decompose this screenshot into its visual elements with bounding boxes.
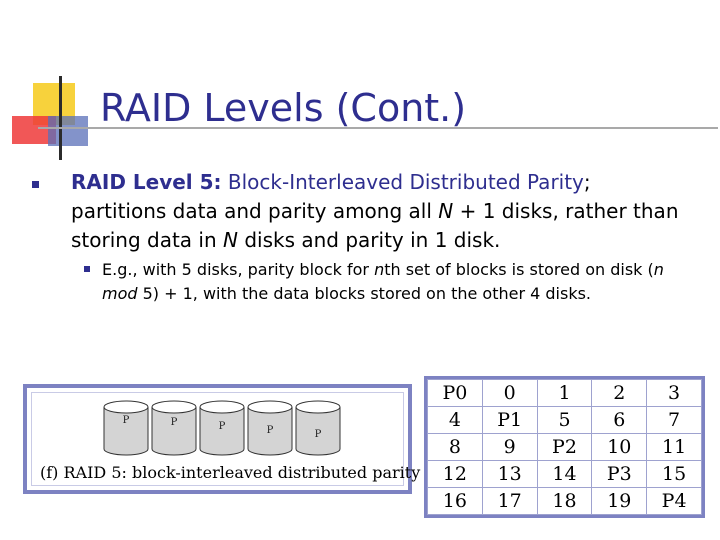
table-cell: 12	[427, 460, 483, 488]
title-ornament-vertical-line	[59, 76, 62, 160]
table-cell: 14	[536, 460, 593, 488]
bullet1-text-c: disks and parity in 1 disk.	[237, 228, 501, 252]
table-cell: P3	[591, 460, 648, 488]
disk-top	[247, 400, 293, 414]
table-cell: 16	[427, 487, 483, 515]
table-cell: 7	[646, 406, 702, 434]
disk-parity-label: P	[171, 417, 178, 428]
disk-4: P	[247, 400, 293, 456]
table-cell: P2	[536, 433, 593, 461]
slide-title: RAID Levels (Cont.)	[100, 86, 467, 130]
disk-2: P	[151, 400, 197, 456]
table-cell: 8	[427, 433, 483, 461]
table-cell: 2	[591, 379, 648, 407]
bullet-text-raid5: RAID Level 5: Block-Interleaved Distribu…	[71, 168, 691, 255]
figure-caption: (f) RAID 5: block-interleaved distribute…	[40, 463, 421, 482]
disk-parity-label: P	[123, 415, 130, 426]
table-cell: 9	[481, 433, 538, 461]
disk-parity-label: P	[315, 429, 322, 440]
table-cell: 13	[481, 460, 538, 488]
disk-body-cover	[152, 441, 196, 449]
disk-5: P	[295, 400, 341, 456]
bullet-marker-1	[32, 181, 39, 188]
disk-top	[199, 400, 245, 414]
bullet-text-example: E.g., with 5 disks, parity block for nth…	[102, 258, 682, 306]
bullet-marker-2	[84, 266, 90, 272]
table-cell: 17	[481, 487, 538, 515]
bullet2-text-b: th set of blocks is stored on disk (	[384, 260, 654, 279]
figure-inner-frame: P P P P P (f) RAID 5: block-interleaved dist…	[31, 392, 420, 486]
disk-body-cover	[248, 441, 292, 449]
bullet2-text-c: 5) + 1, with the data blocks stored on t…	[137, 284, 592, 303]
table-cell: 18	[536, 487, 593, 515]
title-underline	[38, 127, 718, 129]
bullet1-n2: N	[223, 228, 238, 252]
table-cell: 11	[646, 433, 702, 461]
table-cell: P4	[646, 487, 702, 515]
bullet2-nmod: n mod	[102, 260, 664, 303]
raid-level-label: RAID Level 5:	[71, 170, 222, 194]
title-ornament-blue-block	[48, 116, 88, 146]
table-cell: 19	[591, 487, 648, 515]
disk-3: P	[199, 400, 245, 456]
disk-1: P	[103, 400, 149, 456]
disk-parity-label: P	[219, 421, 226, 432]
disk-top	[151, 400, 197, 414]
table-cell: P1	[481, 406, 538, 434]
disk-body-cover	[200, 441, 244, 449]
disk-body-cover	[104, 441, 148, 449]
bullet2-text-a: E.g., with 5 disks, parity block for	[102, 260, 375, 279]
disk-top	[103, 400, 149, 414]
table-cell: 6	[591, 406, 648, 434]
disk-top	[295, 400, 341, 414]
bullet1-text-b: + 1 disks, rather than storing data in	[71, 199, 679, 252]
table-cell: P0	[427, 379, 483, 407]
table-cell: 1	[536, 379, 593, 407]
disk-body-cover	[296, 441, 340, 449]
table-cell: 15	[646, 460, 702, 488]
bullet1-text-a: ; partitions data and parity among all	[71, 170, 591, 223]
disk-array: P P P P P	[103, 400, 341, 456]
disk-parity-label: P	[267, 425, 274, 436]
bullet2-n: n	[374, 260, 385, 279]
table-cell: 3	[646, 379, 702, 407]
table-cell: 4	[427, 406, 483, 434]
raid-level-name: Block-Interleaved Distributed Parity	[227, 170, 584, 194]
table-cell: 5	[536, 406, 593, 434]
table-cell: 10	[591, 433, 648, 461]
table-cell: 0	[481, 379, 538, 407]
bullet1-n1: N	[438, 199, 454, 223]
raid5-disk-figure: P P P P P (f) RAID 5: block-interleaved dist…	[23, 384, 420, 494]
